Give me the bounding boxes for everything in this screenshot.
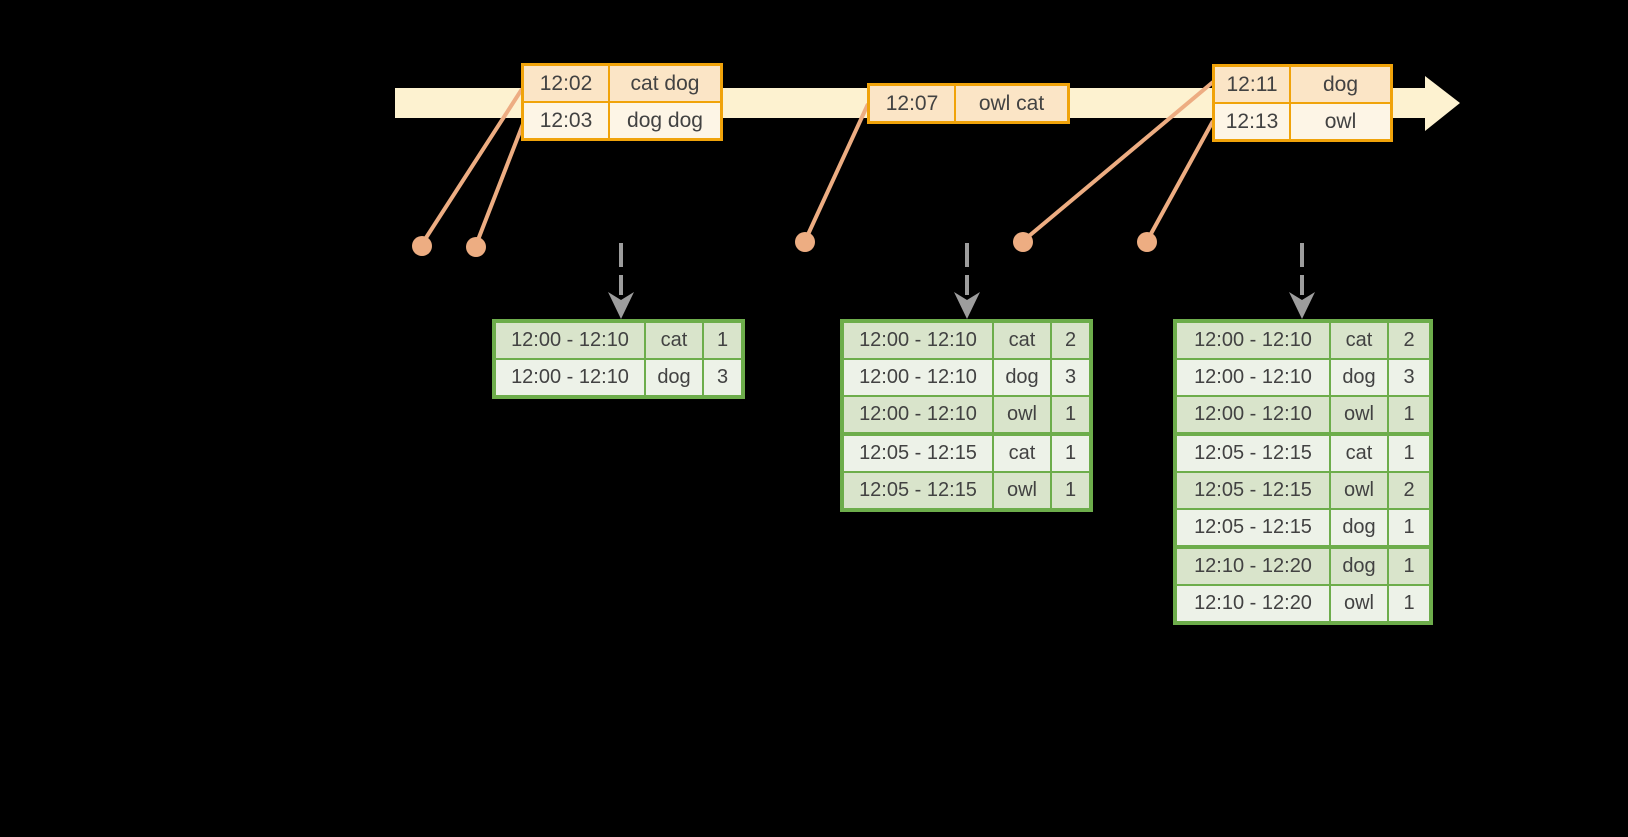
event-dot — [466, 237, 486, 257]
event-words-cell: cat dog — [608, 66, 720, 101]
word-cell: owl — [1329, 586, 1387, 621]
count-cell: 1 — [702, 323, 741, 358]
result-row: 12:00 - 12:10 owl 1 — [1177, 395, 1429, 432]
event-row: 12:07 owl cat — [870, 86, 1067, 121]
window-cell: 12:10 - 12:20 — [1194, 555, 1312, 577]
event-time-cell: 12:03 — [539, 108, 593, 132]
window-cell: 12:05 - 12:15 — [1194, 516, 1312, 538]
count-cell: 1 — [1387, 586, 1429, 621]
count-cell: 1 — [1387, 549, 1429, 584]
trigger-arrow-icon — [608, 243, 634, 319]
result-row: 12:10 - 12:20 owl 1 — [1177, 584, 1429, 621]
result-row: 12:00 - 12:10 dog 3 — [496, 358, 741, 395]
result-row: 12:05 - 12:15 owl 2 — [1177, 471, 1429, 508]
result-row: 12:05 - 12:15 cat 1 — [1177, 432, 1429, 471]
window-cell: 12:05 - 12:15 — [1194, 442, 1312, 464]
window-cell: 12:05 - 12:15 — [1194, 479, 1312, 501]
count-cell: 1 — [1387, 510, 1429, 545]
result-row: 12:00 - 12:10 owl 1 — [844, 395, 1089, 432]
event-dot — [795, 232, 815, 252]
window-cell: 12:05 - 12:15 — [859, 479, 977, 501]
result-row: 12:05 - 12:15 dog 1 — [1177, 508, 1429, 545]
word-cell: owl — [992, 397, 1050, 432]
count-cell: 2 — [1387, 473, 1429, 508]
trigger-arrow-icon — [954, 243, 980, 319]
word-cell: dog — [1329, 510, 1387, 545]
event-dot — [1013, 232, 1033, 252]
word-cell: owl — [992, 473, 1050, 508]
event-time-cell: 12:13 — [1225, 109, 1279, 133]
window-cell: 12:00 - 12:10 — [859, 329, 977, 351]
trigger-arrow-icon — [1289, 243, 1315, 319]
word-cell: dog — [992, 360, 1050, 395]
event-table-2: 12:07 owl cat — [867, 83, 1070, 124]
word-cell: cat — [1329, 323, 1387, 358]
window-cell: 12:05 - 12:15 — [859, 442, 977, 464]
word-cell: owl — [1329, 397, 1387, 432]
event-row: 12:02 cat dog — [524, 66, 720, 101]
word-cell: cat — [644, 323, 702, 358]
event-dot — [1137, 232, 1157, 252]
count-cell: 1 — [1387, 397, 1429, 432]
word-cell: dog — [1329, 549, 1387, 584]
count-cell: 2 — [1387, 323, 1429, 358]
word-cell: owl — [1329, 473, 1387, 508]
event-words-cell: owl cat — [954, 86, 1067, 121]
event-table-3: 12:11 dog 12:13 owl — [1212, 64, 1393, 142]
word-cell: cat — [1329, 436, 1387, 471]
result-row: 12:05 - 12:15 owl 1 — [844, 471, 1089, 508]
event-dot — [412, 236, 432, 256]
event-time-cell: 12:07 — [885, 91, 939, 115]
event-row: 12:13 owl — [1215, 102, 1390, 139]
result-table-2: 12:00 - 12:10 cat 2 12:00 - 12:10 dog 3 … — [840, 319, 1093, 512]
window-cell: 12:00 - 12:10 — [511, 329, 629, 351]
word-cell: dog — [644, 360, 702, 395]
window-cell: 12:00 - 12:10 — [511, 366, 629, 388]
window-cell: 12:00 - 12:10 — [1194, 403, 1312, 425]
event-words-cell: dog dog — [608, 103, 720, 138]
window-cell: 12:00 - 12:10 — [859, 366, 977, 388]
result-row: 12:00 - 12:10 dog 3 — [844, 358, 1089, 395]
event-time-cell: 12:02 — [539, 71, 593, 95]
result-row: 12:00 - 12:10 cat 2 — [844, 323, 1089, 358]
word-cell: cat — [992, 436, 1050, 471]
window-cell: 12:00 - 12:10 — [859, 403, 977, 425]
event-table-1: 12:02 cat dog 12:03 dog dog — [521, 63, 723, 141]
word-cell: cat — [992, 323, 1050, 358]
count-cell: 1 — [1050, 397, 1089, 432]
event-connector-line — [1021, 80, 1215, 243]
event-row: 12:11 dog — [1215, 67, 1390, 102]
count-cell: 3 — [1050, 360, 1089, 395]
event-connector-line — [1145, 120, 1215, 242]
timeline-arrowhead-icon — [1425, 76, 1460, 131]
event-words-cell: owl — [1289, 104, 1390, 139]
event-time-cell: 12:11 — [1226, 72, 1278, 96]
result-row: 12:10 - 12:20 dog 1 — [1177, 545, 1429, 584]
result-table-1: 12:00 - 12:10 cat 1 12:00 - 12:10 dog 3 — [492, 319, 745, 399]
result-row: 12:00 - 12:10 cat 2 — [1177, 323, 1429, 358]
event-connector-line — [420, 87, 524, 246]
event-connector-line — [803, 103, 870, 242]
result-row: 12:00 - 12:10 dog 3 — [1177, 358, 1429, 395]
word-cell: dog — [1329, 360, 1387, 395]
count-cell: 1 — [1050, 473, 1089, 508]
count-cell: 1 — [1050, 436, 1089, 471]
event-connector-line — [474, 123, 525, 246]
count-cell: 3 — [1387, 360, 1429, 395]
window-cell: 12:10 - 12:20 — [1194, 592, 1312, 614]
result-row: 12:00 - 12:10 cat 1 — [496, 323, 741, 358]
result-row: 12:05 - 12:15 cat 1 — [844, 432, 1089, 471]
window-cell: 12:00 - 12:10 — [1194, 329, 1312, 351]
result-table-3: 12:00 - 12:10 cat 2 12:00 - 12:10 dog 3 … — [1173, 319, 1433, 625]
window-cell: 12:00 - 12:10 — [1194, 366, 1312, 388]
count-cell: 2 — [1050, 323, 1089, 358]
count-cell: 1 — [1387, 436, 1429, 471]
event-words-cell: dog — [1289, 67, 1390, 102]
event-row: 12:03 dog dog — [524, 101, 720, 138]
count-cell: 3 — [702, 360, 741, 395]
